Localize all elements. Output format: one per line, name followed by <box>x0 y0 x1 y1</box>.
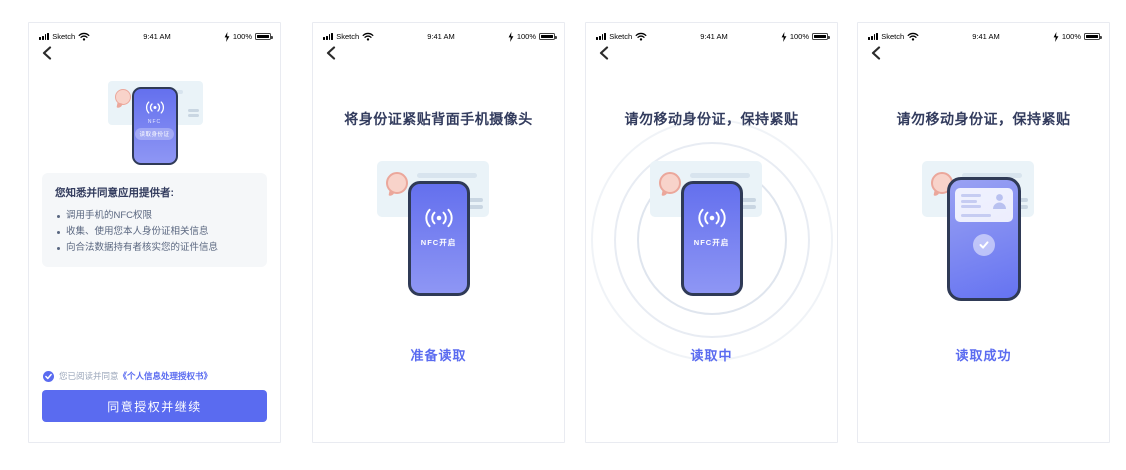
nfc-enabled-label: NFC开启 <box>693 238 730 247</box>
battery-percent-label: 100% <box>1061 32 1081 41</box>
id-card-avatar <box>658 172 681 194</box>
carrier-label: Sketch <box>336 32 360 41</box>
consent-info-card: 您知悉并同意应用提供者: 调用手机的NFC权限 收集、使用您本人身份证相关信息 … <box>42 173 267 267</box>
signal-strength-icon <box>323 32 334 41</box>
clock-label: 9:41 AM <box>427 32 455 41</box>
charging-bolt-icon <box>781 31 787 42</box>
clock-label: 9:41 AM <box>143 32 171 41</box>
wifi-icon <box>635 32 647 41</box>
agree-continue-button[interactable]: 同意授权并继续 <box>42 390 267 422</box>
person-silhouette-icon <box>992 194 1006 209</box>
privacy-policy-link[interactable]: 《个人信息处理授权书》 <box>118 371 213 381</box>
chevron-left-icon <box>326 46 336 60</box>
id-card-preview-graphic <box>954 188 1013 222</box>
consent-item: 向合法数据持有者核实您的证件信息 <box>55 240 254 256</box>
nfc-enabled-label: NFC开启 <box>420 238 457 247</box>
consent-heading: 您知悉并同意应用提供者: <box>55 187 174 199</box>
phone-graphic <box>946 177 1021 301</box>
phone-graphic: NFC开启 <box>680 181 743 296</box>
nfc-label: NFC <box>147 119 162 125</box>
battery-icon <box>1084 32 1102 41</box>
status-bar: Sketch 9:41 AM 100% <box>323 30 557 43</box>
page-title: 请勿移动身份证，保持紧贴 <box>896 111 1071 127</box>
id-card-avatar <box>385 172 408 194</box>
nfc-waves-icon <box>424 208 453 228</box>
carrier-label: Sketch <box>609 32 633 41</box>
agreement-text: 您已阅读并同意 <box>59 371 119 381</box>
clock-label: 9:41 AM <box>700 32 728 41</box>
status-bar: Sketch 9:41 AM 100% <box>596 30 830 43</box>
bullet-dot <box>57 230 60 234</box>
battery-icon <box>539 32 557 41</box>
nfc-id-illustration: NFC开启 <box>313 155 564 330</box>
nfc-waves-icon <box>697 208 726 228</box>
screen-success: Sketch 9:41 AM 100% 请勿移动身份证，保持紧贴 <box>857 22 1110 443</box>
signal-strength-icon <box>596 32 607 41</box>
bullet-dot <box>57 246 60 250</box>
charging-bolt-icon <box>1053 31 1059 42</box>
success-check-icon <box>972 234 995 256</box>
phone-graphic: NFC 读取身份证 <box>131 87 178 165</box>
charging-bolt-icon <box>224 31 230 42</box>
step-status-label: 准备读取 <box>410 348 467 363</box>
screen-consent: Sketch 9:41 AM 100% NFC 读取身份证 您知悉并同意应用提供… <box>28 22 281 443</box>
chevron-left-icon <box>599 46 609 60</box>
signal-strength-icon <box>39 32 50 41</box>
battery-percent-label: 100% <box>516 32 536 41</box>
back-button[interactable] <box>598 46 612 60</box>
battery-percent-label: 100% <box>789 32 809 41</box>
carrier-label: Sketch <box>52 32 76 41</box>
read-id-badge: 读取身份证 <box>135 128 174 140</box>
status-bar: Sketch 9:41 AM 100% <box>39 30 273 43</box>
back-button[interactable] <box>325 46 339 60</box>
screen-reading: Sketch 9:41 AM 100% 请勿移动身份证，保持紧贴 NFC开启 读… <box>585 22 838 443</box>
wifi-icon <box>362 32 374 41</box>
battery-percent-label: 100% <box>232 32 252 41</box>
id-card-avatar <box>114 89 131 105</box>
back-button[interactable] <box>870 46 884 60</box>
agreement-row: 您已阅读并同意 《个人信息处理授权书》 <box>43 370 212 382</box>
chevron-left-icon <box>871 46 881 60</box>
nfc-waves-icon <box>145 101 164 114</box>
battery-icon <box>255 32 273 41</box>
clock-label: 9:41 AM <box>972 32 1000 41</box>
page-title: 将身份证紧贴背面手机摄像头 <box>344 111 533 127</box>
bullet-dot <box>57 214 60 218</box>
agreement-checkbox[interactable] <box>43 370 54 382</box>
charging-bolt-icon <box>508 31 514 42</box>
wifi-icon <box>907 32 919 41</box>
nfc-id-illustration <box>858 155 1109 330</box>
consent-item: 收集、使用您本人身份证相关信息 <box>55 224 254 240</box>
step-status-label: 读取中 <box>690 348 733 363</box>
status-bar: Sketch 9:41 AM 100% <box>868 30 1102 43</box>
nfc-id-illustration: NFC开启 <box>586 119 837 361</box>
phone-graphic: NFC开启 <box>407 181 470 296</box>
carrier-label: Sketch <box>881 32 905 41</box>
step-status-label: 读取成功 <box>955 348 1012 363</box>
battery-icon <box>812 32 830 41</box>
signal-strength-icon <box>868 32 879 41</box>
nfc-id-illustration-small: NFC 读取身份证 <box>29 57 280 169</box>
screen-ready: Sketch 9:41 AM 100% 将身份证紧贴背面手机摄像头 NFC开启 … <box>312 22 565 443</box>
wifi-icon <box>78 32 90 41</box>
consent-item: 调用手机的NFC权限 <box>55 208 254 224</box>
check-icon <box>45 373 52 379</box>
